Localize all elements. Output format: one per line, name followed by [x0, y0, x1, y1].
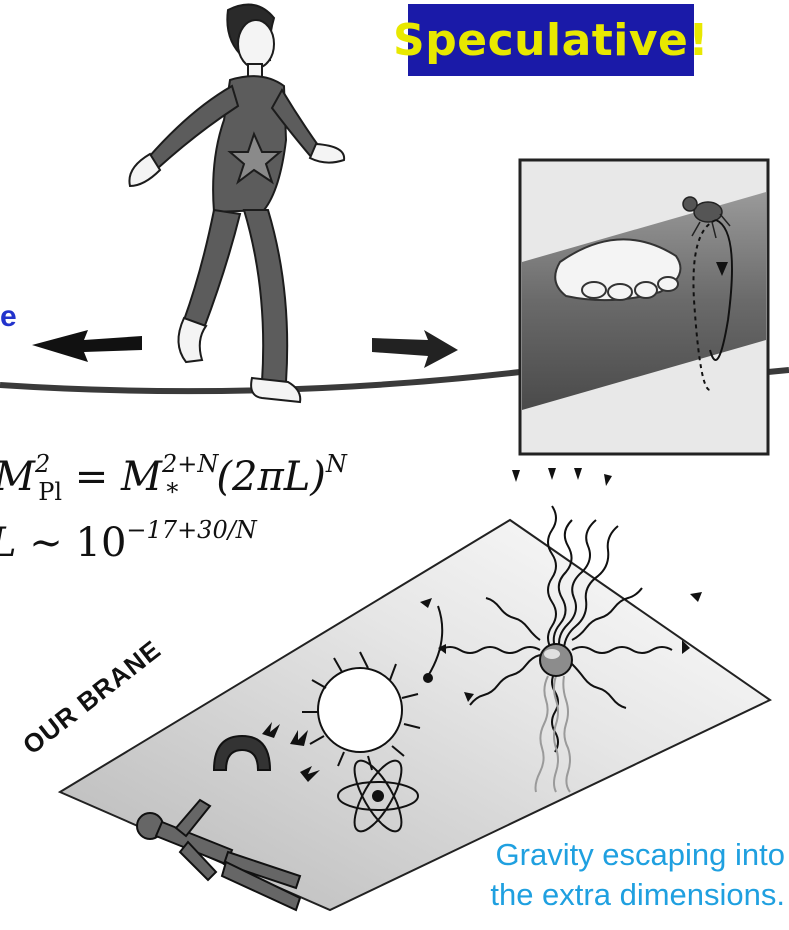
caption: Gravity escaping into the extra dimensio… [365, 835, 785, 915]
comet-icon [427, 605, 444, 677]
speculative-badge: Speculative! [393, 4, 708, 76]
walker-figure [128, 3, 346, 404]
mannequin-icon [136, 798, 302, 912]
foot-icon [554, 238, 682, 302]
caption-line-1: Gravity escaping into [495, 837, 785, 872]
arrow-left-icon [32, 330, 142, 362]
graviton-waves-up [547, 505, 619, 651]
graviton-waves-down [534, 675, 571, 793]
graviton-waves-radial [439, 587, 673, 753]
length-scale-equation: L ∼ 10−17+30/N [0, 516, 257, 566]
magnet-icon [212, 734, 272, 771]
cropped-text-fragment: e [0, 300, 17, 333]
particle-icon [539, 643, 573, 677]
cable [522, 192, 766, 410]
lightning-icon [262, 722, 320, 782]
tightrope-right [767, 367, 789, 375]
ant-icon [682, 196, 731, 239]
sun-icon [302, 651, 421, 771]
planck-mass-equation: M2Pl = M2+N*(2πL)N [0, 450, 347, 506]
arrow-right-icon [372, 330, 458, 368]
caption-line-2: the extra dimensions. [490, 877, 785, 912]
circular-arrow-icon [709, 219, 733, 361]
atom-icon [337, 759, 419, 833]
